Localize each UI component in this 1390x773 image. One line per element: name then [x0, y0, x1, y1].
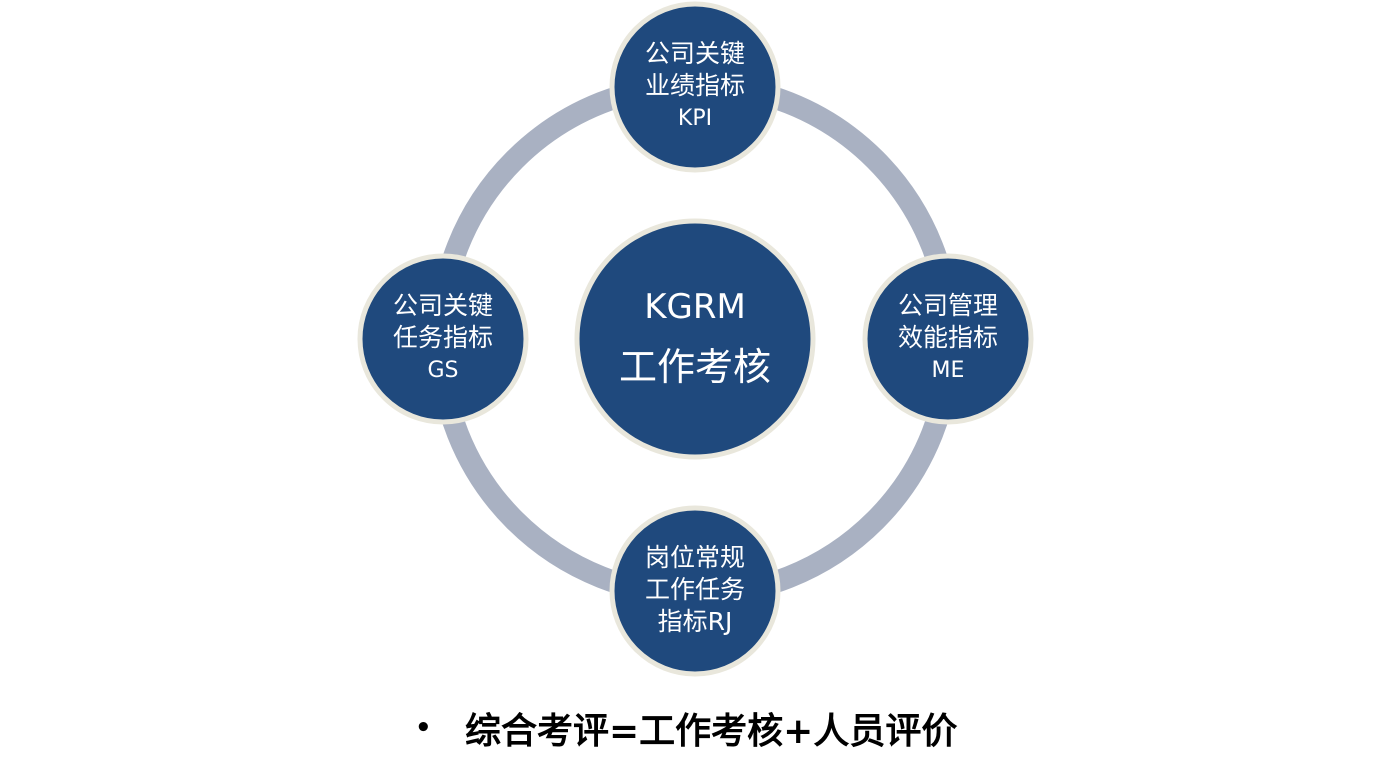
center-circle [574, 218, 816, 460]
caption-text: 综合考评=工作考核+人员评价 [465, 711, 958, 752]
node-me-circle [862, 253, 1034, 425]
center-title: KGRM [644, 287, 746, 327]
center-node: KGRM 工作考核 [574, 218, 816, 460]
node-me-line-3: ME [932, 358, 965, 383]
node-me-line-2: 效能指标 [898, 323, 998, 352]
node-kpi-line-1: 公司关键 [645, 39, 745, 68]
node-rj-line-2: 工作任务 [645, 575, 745, 604]
node-me-line-1: 公司管理 [898, 291, 998, 320]
bullet-icon: • [415, 713, 432, 743]
node-gs-line-3: GS [427, 358, 458, 383]
node-rj-line-1: 岗位常规 [645, 543, 745, 572]
node-gs-line-2: 任务指标 [393, 323, 493, 352]
node-rj: 岗位常规 工作任务 指标RJ [609, 505, 781, 677]
node-rj-circle [609, 505, 781, 677]
node-rj-line-3: 指标RJ [658, 607, 733, 636]
node-kpi: 公司关键 业绩指标 KPI [609, 1, 781, 173]
node-gs-circle [357, 253, 529, 425]
node-gs-line-1: 公司关键 [393, 291, 493, 320]
node-gs: 公司关键 任务指标 GS [357, 253, 529, 425]
center-subtitle: 工作考核 [619, 345, 771, 389]
caption: • 综合考评=工作考核+人员评价 [415, 700, 957, 756]
node-kpi-line-2: 业绩指标 [645, 71, 745, 100]
node-me: 公司管理 效能指标 ME [862, 253, 1034, 425]
node-kpi-circle [609, 1, 781, 173]
node-kpi-line-3: KPI [678, 106, 712, 131]
